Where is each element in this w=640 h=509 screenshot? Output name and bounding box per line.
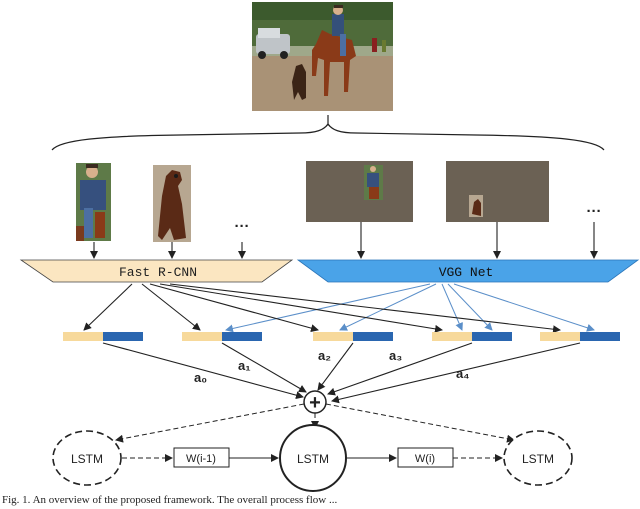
ellipsis-right: ··· — [587, 203, 602, 220]
fast-rcnn-module: Fast R-CNN — [19, 259, 294, 283]
region-crop-dog — [153, 165, 191, 242]
lstm-curr-label: LSTM — [297, 452, 329, 466]
vgg-net-module: VGG Net — [296, 259, 640, 283]
w-prev-label: W(i-1) — [186, 453, 216, 465]
ellipsis-left: ··· — [235, 218, 250, 235]
word-embedding-current: W(i) — [397, 447, 454, 468]
feature-vector — [63, 332, 143, 341]
lstm-cell-next: LSTM — [503, 430, 573, 486]
vgg-feature-arrows — [225, 283, 595, 333]
context-panel-dog — [446, 161, 549, 222]
lstm-cell-current: LSTM — [279, 424, 347, 492]
fast-rcnn-label: Fast R-CNN — [119, 265, 197, 280]
input-arrows — [90, 222, 598, 259]
w-curr-label: W(i) — [415, 453, 435, 465]
weight-a4: a₄ — [456, 366, 469, 381]
lstm-next-label: LSTM — [522, 452, 554, 466]
figure-caption: Fig. 1. An overview of the proposed fram… — [2, 494, 338, 506]
input-photo — [252, 2, 393, 111]
weight-a1: a₁ — [238, 358, 251, 373]
feature-vector — [432, 332, 512, 341]
weight-a2: a₂ — [318, 348, 331, 363]
weight-a0: a₀ — [194, 370, 207, 385]
lstm-prev-label: LSTM — [71, 452, 103, 466]
attention-arrows — [102, 342, 581, 404]
sum-symbol: + — [309, 392, 321, 414]
lstm-cell-previous: LSTM — [52, 430, 122, 486]
feature-vector — [313, 332, 393, 341]
sum-node: + — [303, 390, 327, 414]
weight-a3: a₃ — [389, 348, 402, 363]
context-panel-person — [306, 161, 413, 222]
vgg-net-label: VGG Net — [439, 265, 494, 280]
feature-vector — [182, 332, 262, 341]
word-embedding-prev: W(i-1) — [173, 447, 230, 468]
split-brace — [51, 122, 605, 151]
feature-vector — [540, 332, 620, 341]
region-crop-person — [76, 163, 111, 241]
rcnn-feature-arrows — [83, 283, 561, 334]
